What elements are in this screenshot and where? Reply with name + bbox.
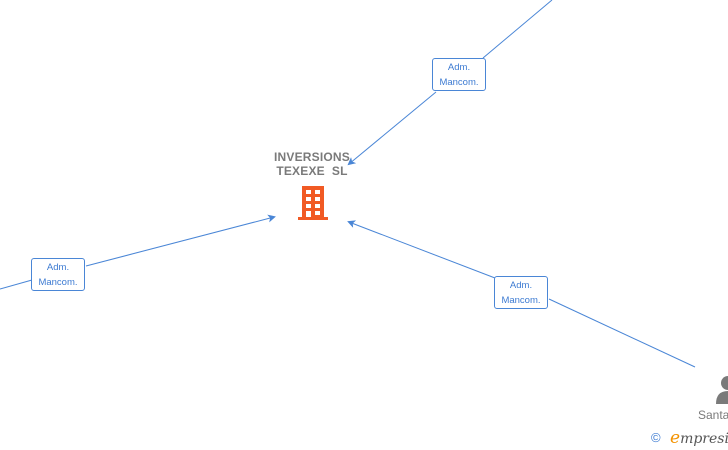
building-icon[interactable] [297, 186, 329, 220]
company-name-line1: INVERSIONS [273, 150, 350, 164]
edge-top-right-arrow [347, 91, 437, 166]
company-node-label[interactable]: INVERSIONS TEXEXE SL [262, 150, 362, 178]
company-name-line2: TEXEXE SL [276, 164, 348, 178]
copyright-icon: © [651, 430, 661, 445]
brand-logo-text: mpresia [680, 431, 728, 447]
edge-left-arrow [85, 214, 276, 267]
edge-bottom-right-arrow [347, 220, 496, 279]
edge-label-line2: Mancom. [439, 77, 479, 88]
edge-label-line1: Adm. [46, 262, 70, 273]
edge-label-line2: Mancom. [501, 295, 541, 306]
edge-label-top-right[interactable]: Adm. Mancom. [432, 58, 486, 91]
edge-left [0, 279, 33, 290]
edge-label-line2: Mancom. [38, 277, 78, 288]
edge-bottom-right [548, 298, 696, 368]
edge-label-bottom-right[interactable]: Adm. Mancom. [494, 276, 548, 309]
person-node-label[interactable]: Santa [698, 408, 728, 422]
edge-label-line1: Adm. [509, 280, 533, 291]
edge-label-left[interactable]: Adm. Mancom. [31, 258, 85, 291]
edge-top-right [482, 0, 553, 59]
person-icon[interactable] [714, 374, 728, 404]
edge-label-line1: Adm. [447, 62, 471, 73]
brand-logo-e: e [670, 428, 681, 448]
brand-logo: empresia [670, 428, 728, 448]
